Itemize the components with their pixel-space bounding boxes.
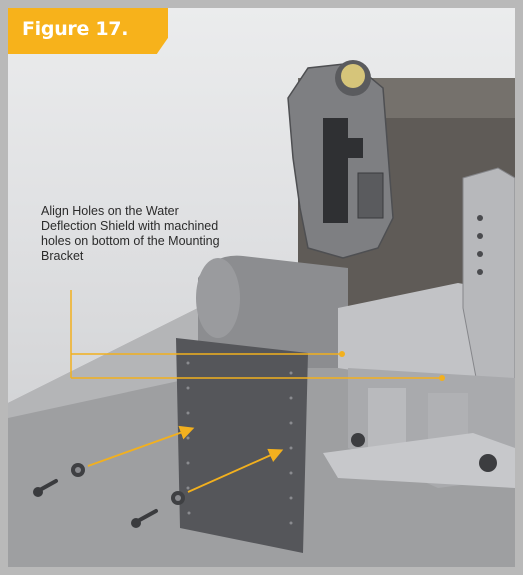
bracket-holes xyxy=(477,215,483,275)
bracket-upright xyxy=(462,167,515,389)
cad-illustration: Align Holes on the Water Deflection Shie… xyxy=(8,8,515,567)
callout-text: Align Holes on the Water Deflection Shie… xyxy=(41,204,220,263)
washer-icon xyxy=(171,491,185,505)
insert-arrow-lower xyxy=(187,448,284,493)
washer-icon xyxy=(71,463,85,477)
front-cylinder-end xyxy=(196,258,240,338)
pivot-brass xyxy=(341,64,365,88)
casting-window xyxy=(357,172,384,219)
casting-slot xyxy=(323,118,363,223)
water-deflection-shield xyxy=(176,338,308,553)
leader-dot-lower xyxy=(439,375,445,381)
leader-dot-upper xyxy=(339,351,345,357)
pedestal-foot xyxy=(323,433,515,488)
insert-arrow-upper xyxy=(87,425,195,467)
callout-leader-lines xyxy=(70,290,442,379)
screw-icon xyxy=(131,509,158,528)
figure-label-tab: Figure 17. xyxy=(8,8,168,54)
figure-label: Figure 17. xyxy=(22,18,129,40)
foot-bolt-left xyxy=(351,433,365,447)
cad-render xyxy=(8,60,515,567)
foot-bolt-right xyxy=(479,454,497,472)
screw-icon xyxy=(33,479,58,497)
